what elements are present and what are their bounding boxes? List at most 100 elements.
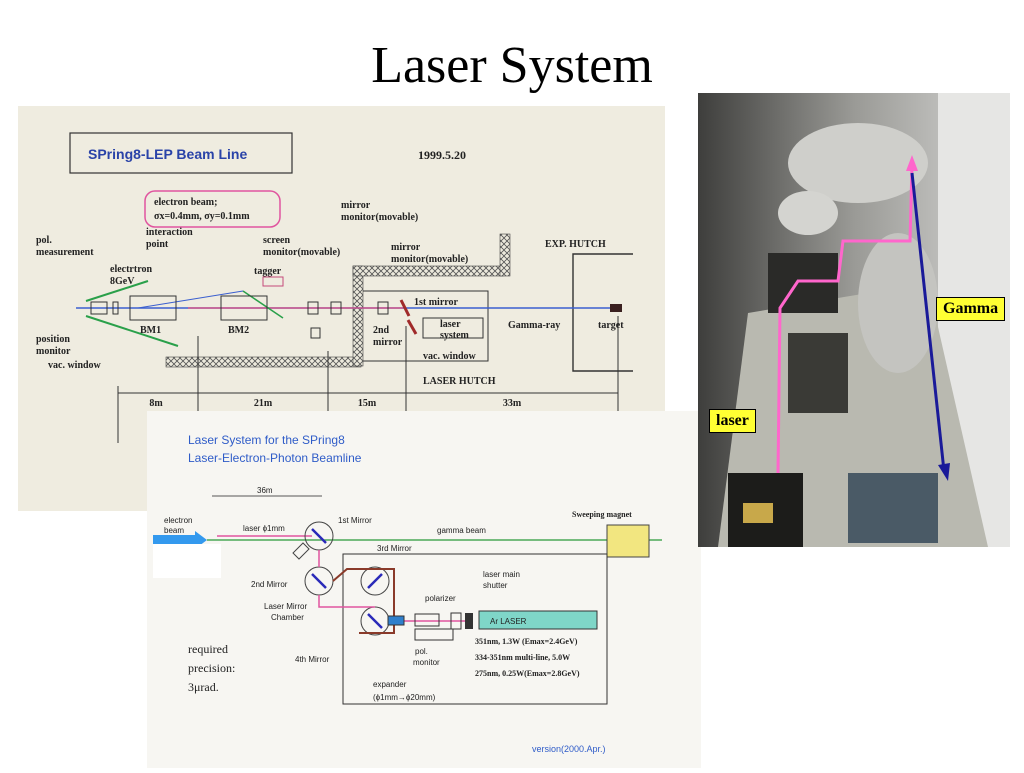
tagger bbox=[262, 276, 284, 287]
mirror-monitor-b bbox=[377, 301, 389, 315]
first-mirror-icon bbox=[311, 528, 327, 544]
gamma-path-overlay bbox=[910, 172, 946, 472]
bm2-magnet bbox=[220, 295, 268, 321]
vacuum-chamber-lower bbox=[858, 233, 938, 373]
second-mirror bbox=[406, 319, 418, 335]
label-mirror: mirror bbox=[341, 200, 371, 211]
tagger-path bbox=[242, 290, 284, 319]
ar-laser bbox=[478, 610, 598, 630]
label-shutter: shutter bbox=[483, 581, 508, 590]
label-gamma-beam: gamma beam bbox=[437, 526, 486, 535]
label-laser-mirror: Laser Mirror bbox=[264, 602, 307, 611]
optics-mount bbox=[768, 253, 838, 313]
beamline-diagram-svg: SPring8-LEP Beam Line 1999.5.20 electron… bbox=[36, 132, 633, 443]
chamber-support bbox=[292, 542, 310, 560]
label-laser: laser bbox=[440, 319, 461, 330]
expander bbox=[387, 615, 405, 626]
spec-3: 275nm, 0.25W(Emax=2.8GeV) bbox=[475, 669, 580, 678]
vac-window-left bbox=[112, 301, 119, 315]
label-second-mirror: 2nd Mirror bbox=[251, 580, 288, 589]
laser-label: laser bbox=[709, 409, 756, 433]
wall-right bbox=[499, 233, 511, 277]
electron-beam-arrow bbox=[153, 535, 195, 545]
distance-1: 8m bbox=[149, 398, 163, 409]
spec-1: 351nm, 1.3W (Emax=2.4GeV) bbox=[475, 637, 578, 646]
gamma-label: Gamma bbox=[936, 297, 1006, 321]
laser-room bbox=[342, 553, 608, 705]
precision-line-1: required bbox=[188, 642, 228, 656]
laser-hutch-outline bbox=[363, 290, 489, 362]
distance-4: 33m bbox=[503, 398, 522, 409]
distance-3: 15m bbox=[358, 398, 377, 409]
label-first-mirror: 1st Mirror bbox=[338, 516, 372, 525]
laser-path-arrowhead bbox=[906, 155, 918, 171]
exp-hutch-outline bbox=[572, 253, 633, 372]
pol-monitor-box bbox=[414, 613, 440, 627]
slide-title: Laser System bbox=[371, 37, 653, 94]
label-gamma-ray: Gamma-ray bbox=[508, 320, 560, 331]
optics-stack bbox=[788, 333, 848, 413]
label-laser-phi: laser ϕ1mm bbox=[243, 524, 285, 533]
electron-beam-params: σx=0.4mm, σy=0.1mm bbox=[154, 211, 250, 222]
label-mirror-monitor-b: monitor(movable) bbox=[391, 254, 468, 265]
label-measurement: measurement bbox=[36, 247, 94, 258]
laser-system-diagram: Laser System for the SPring8 Laser-Elect… bbox=[147, 411, 701, 768]
label-pol: pol. bbox=[36, 235, 52, 246]
label-screen: screen bbox=[263, 235, 290, 246]
precision-line-3: 3μrad. bbox=[188, 680, 219, 694]
main-shutter bbox=[465, 613, 473, 629]
electron-beam-label: electron beam; bbox=[154, 197, 217, 208]
label-screen-monitor: monitor(movable) bbox=[263, 247, 340, 258]
gamma-path-arrowhead bbox=[938, 463, 950, 481]
second-mirror-icon bbox=[311, 573, 327, 589]
mirror-frame bbox=[332, 568, 395, 634]
mirror-monitor bbox=[330, 301, 342, 315]
label-position-monitor: monitor bbox=[36, 346, 71, 357]
label-vac-window-2: vac. window bbox=[423, 351, 477, 362]
label-exp-hutch: EXP. HUTCH bbox=[545, 239, 606, 250]
label-vac-window: vac. window bbox=[48, 360, 102, 371]
label-mirror-b: mirror bbox=[391, 242, 421, 253]
label-second: 2nd bbox=[373, 325, 390, 336]
first-mirror bbox=[399, 299, 411, 317]
laser-warning-label bbox=[743, 503, 773, 523]
label-fourth-mirror: 4th Mirror bbox=[295, 655, 330, 664]
label-ar-laser: Ar LASER bbox=[490, 617, 527, 626]
label-pol-monitor: monitor bbox=[413, 658, 440, 667]
label-tagger: tagger bbox=[254, 266, 282, 277]
third-mirror-icon bbox=[367, 573, 383, 589]
vacuum-chamber-upper bbox=[788, 123, 928, 203]
pol-monitor-detail bbox=[414, 628, 454, 641]
version-label: version(2000.Apr.) bbox=[532, 744, 606, 754]
diagram-title: SPring8-LEP Beam Line bbox=[88, 146, 247, 162]
label-beam: beam bbox=[164, 526, 184, 535]
label-pol: pol. bbox=[415, 647, 428, 656]
label-bm2: BM2 bbox=[228, 325, 249, 336]
label-sweeping-magnet: Sweeping magnet bbox=[572, 510, 632, 519]
label-third-mirror: 3rd Mirror bbox=[377, 544, 412, 553]
label-laser-hutch: LASER HUTCH bbox=[423, 376, 496, 387]
polarizer bbox=[450, 612, 462, 630]
label-chamber: Chamber bbox=[271, 613, 304, 622]
label-laser-main: laser main bbox=[483, 570, 520, 579]
label-position: position bbox=[36, 334, 70, 345]
label-first-mirror: 1st mirror bbox=[414, 297, 459, 308]
photo-equipment bbox=[848, 473, 938, 543]
label-polarizer: polarizer bbox=[425, 594, 456, 603]
electron-path-in bbox=[85, 280, 149, 302]
label-target: target bbox=[598, 320, 624, 331]
position-monitor bbox=[90, 301, 108, 315]
target bbox=[610, 304, 622, 312]
fourth-mirror-icon bbox=[367, 613, 383, 629]
label-electron: electron bbox=[164, 516, 192, 525]
screen-monitor bbox=[307, 301, 319, 315]
label-electron: electrtron bbox=[110, 264, 152, 275]
label-energy: 8GeV bbox=[110, 276, 135, 287]
title-box bbox=[69, 132, 293, 174]
wall-vertical bbox=[352, 265, 364, 367]
sweeping-magnet bbox=[606, 524, 650, 558]
label-interaction: interaction bbox=[146, 227, 193, 238]
vacuum-pump bbox=[778, 191, 838, 235]
label-mirror-monitor: monitor(movable) bbox=[341, 212, 418, 223]
electron-path-out bbox=[85, 315, 179, 347]
